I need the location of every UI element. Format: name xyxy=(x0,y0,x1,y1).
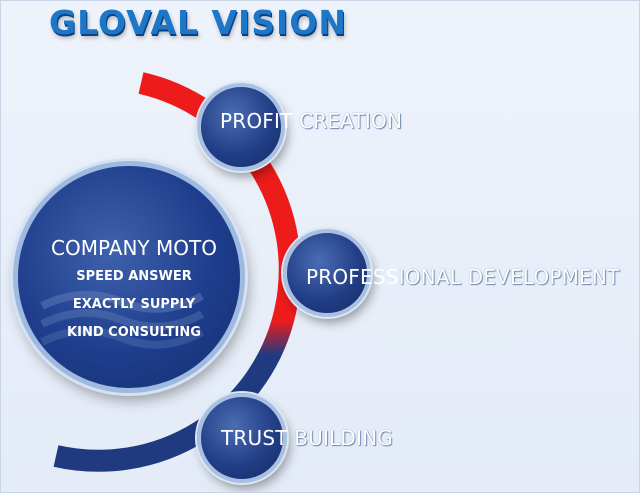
node-label-inside: PROFESS xyxy=(306,265,399,289)
node-trust-building xyxy=(197,393,287,483)
node-professional-development xyxy=(283,229,371,317)
moto-item: KIND CONSULTING xyxy=(67,325,201,340)
page-title: GLOVAL VISION xyxy=(49,3,347,42)
node-profit-creation xyxy=(197,83,285,171)
node-label-outside: IONAL DEVELOPMENT xyxy=(398,265,620,289)
node-label-outside: CREATION xyxy=(292,109,403,133)
company-moto-circle: COMPANY MOTO SPEED ANSWER EXACTLY SUPPLY… xyxy=(13,161,245,393)
moto-item: EXACTLY SUPPLY xyxy=(72,297,196,312)
waves-watermark-icon xyxy=(40,290,204,349)
node-label-inside: PROFIT xyxy=(220,109,293,133)
node-label-profit-creation: PROFIT CREATION xyxy=(220,109,402,133)
node-label-inside: TRUST xyxy=(221,426,288,450)
moto-item: SPEED ANSWER xyxy=(76,269,192,284)
node-label-professional-development: PROFESSIONAL DEVELOPMENT xyxy=(306,265,619,289)
moto-heading: COMPANY MOTO xyxy=(51,236,217,260)
node-label-outside: BUILDING xyxy=(287,426,393,450)
node-label-trust-building: TRUST BUILDING xyxy=(221,426,393,450)
